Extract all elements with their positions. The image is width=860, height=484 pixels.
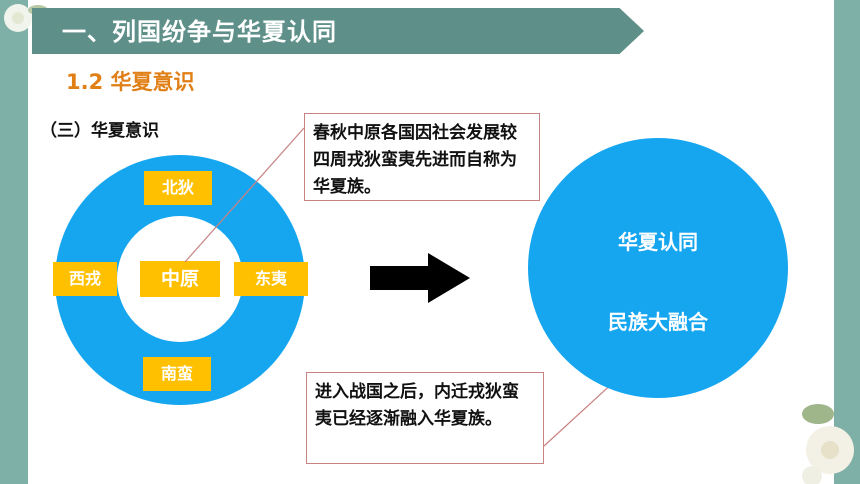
- arrow-right-icon: [370, 253, 470, 303]
- flower-decoration-icon: [802, 404, 854, 484]
- callout-warring-states: 进入战国之后，内迁戎狄蛮夷已经逐渐融入华夏族。: [306, 372, 544, 464]
- page-title: 一、列国纷争与华夏认同: [62, 18, 337, 46]
- region-tag-center: 中原: [140, 261, 220, 297]
- region-tag-east: 东夷: [234, 262, 308, 296]
- callout-spring-autumn: 春秋中原各国因社会发展较四周戎狄蛮夷先进而自称为华夏族。: [304, 113, 540, 201]
- result-line-2: 民族大融合: [608, 310, 708, 334]
- result-circle: [528, 138, 788, 398]
- section-subtitle: 1.2 华夏意识: [66, 70, 195, 94]
- title-bar: [32, 8, 644, 54]
- region-tag-north: 北狄: [144, 171, 212, 205]
- region-tag-west: 西戎: [53, 262, 117, 296]
- subsection-heading: （三）华夏意识: [40, 121, 159, 141]
- result-line-1: 华夏认同: [618, 230, 698, 254]
- region-tag-south: 南蛮: [143, 357, 211, 391]
